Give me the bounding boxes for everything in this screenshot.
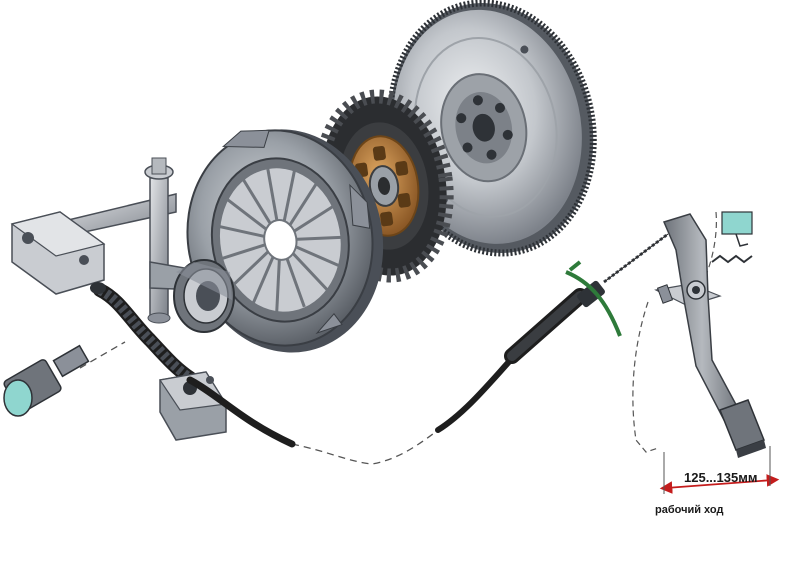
travel-range-label: 125...135мм <box>684 470 757 485</box>
travel-measurement: 125...135мм рабочий ход <box>655 446 780 516</box>
release-fork-icon <box>10 157 201 324</box>
clutch-pedal-icon <box>632 211 766 458</box>
clutch-cable-icon <box>186 376 296 448</box>
assembly-dash-line <box>291 429 439 465</box>
working-stroke-label: рабочий ход <box>655 504 723 516</box>
cable-boot-icon <box>90 282 197 385</box>
cable-sheath-icon <box>435 232 669 433</box>
assembly-dash-line-left <box>79 341 126 369</box>
bolt-icon <box>3 344 90 417</box>
pressure-plate-icon <box>186 129 384 353</box>
release-bearing-icon <box>173 259 235 333</box>
